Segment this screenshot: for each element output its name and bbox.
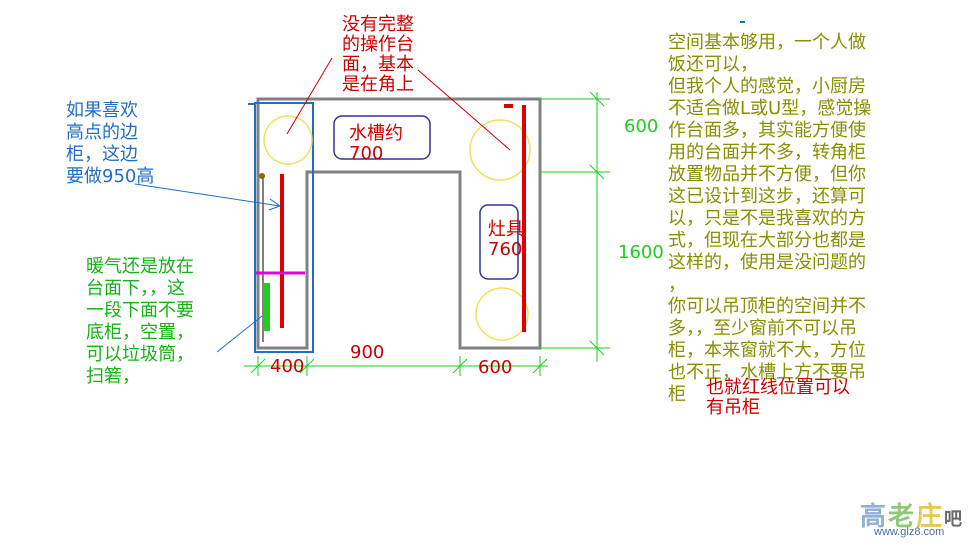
dim-tick-1 (589, 91, 605, 107)
note-red-line-cabinet: 也就红线位置可以 有吊柜 (706, 377, 850, 418)
logo-url: www.glz8.com (874, 526, 945, 538)
dim-diag-d (532, 358, 548, 374)
dim-600-top: 600 (624, 116, 659, 137)
dim-diag-b (299, 358, 315, 374)
pointer-left-blue (134, 183, 281, 207)
pointer-top-left (286, 57, 333, 135)
stove-circle-top (469, 119, 531, 181)
green-bar (263, 283, 270, 331)
dim-tick-3 (589, 340, 605, 356)
side-cabinet-outline (254, 102, 314, 353)
dim-diag-c (452, 358, 468, 374)
dim-diag-a (250, 358, 266, 374)
sink-label-box (333, 115, 431, 160)
site-logo[interactable]: 高老庄吧 www.glz8.com (860, 496, 975, 544)
pointer-green (216, 315, 263, 353)
stove-label: 灶具 760 (488, 219, 524, 260)
stove-label-box (479, 204, 519, 280)
brown-dot (259, 173, 265, 179)
logo-chars: 高老庄吧 (860, 502, 965, 532)
note-main-advice: 空间基本够用，一个人做 饭还可以， 但我个人的感觉，小厨房 不适合做L或U型，感… (668, 32, 872, 405)
dim-400: 400 (270, 356, 305, 377)
dim-600-bottom: 600 (478, 357, 513, 378)
dim-1600: 1600 (618, 242, 664, 263)
note-no-full-counter: 没有完整 的操作台 面，基本 是在角上 (342, 14, 414, 95)
note-side-cabinet-950: 如果喜欢 高点的边 柜，这边 要做950高 (66, 100, 155, 187)
stove-circle-bottom (475, 287, 529, 341)
note-radiator: 暖气还是放在 台面下，，这 一段下面不要 底柜，空置， 可以垃圾筒， 扫箬， (86, 256, 194, 387)
pointer-top-right (417, 69, 511, 151)
dim-tick-2 (589, 164, 605, 180)
pointer-left-blue-head (268, 198, 282, 211)
dim-900: 900 (350, 342, 385, 363)
u-counter-outline (256, 97, 542, 350)
sink-circle-left (263, 115, 313, 165)
sink-label: 水槽约 700 (349, 123, 403, 164)
